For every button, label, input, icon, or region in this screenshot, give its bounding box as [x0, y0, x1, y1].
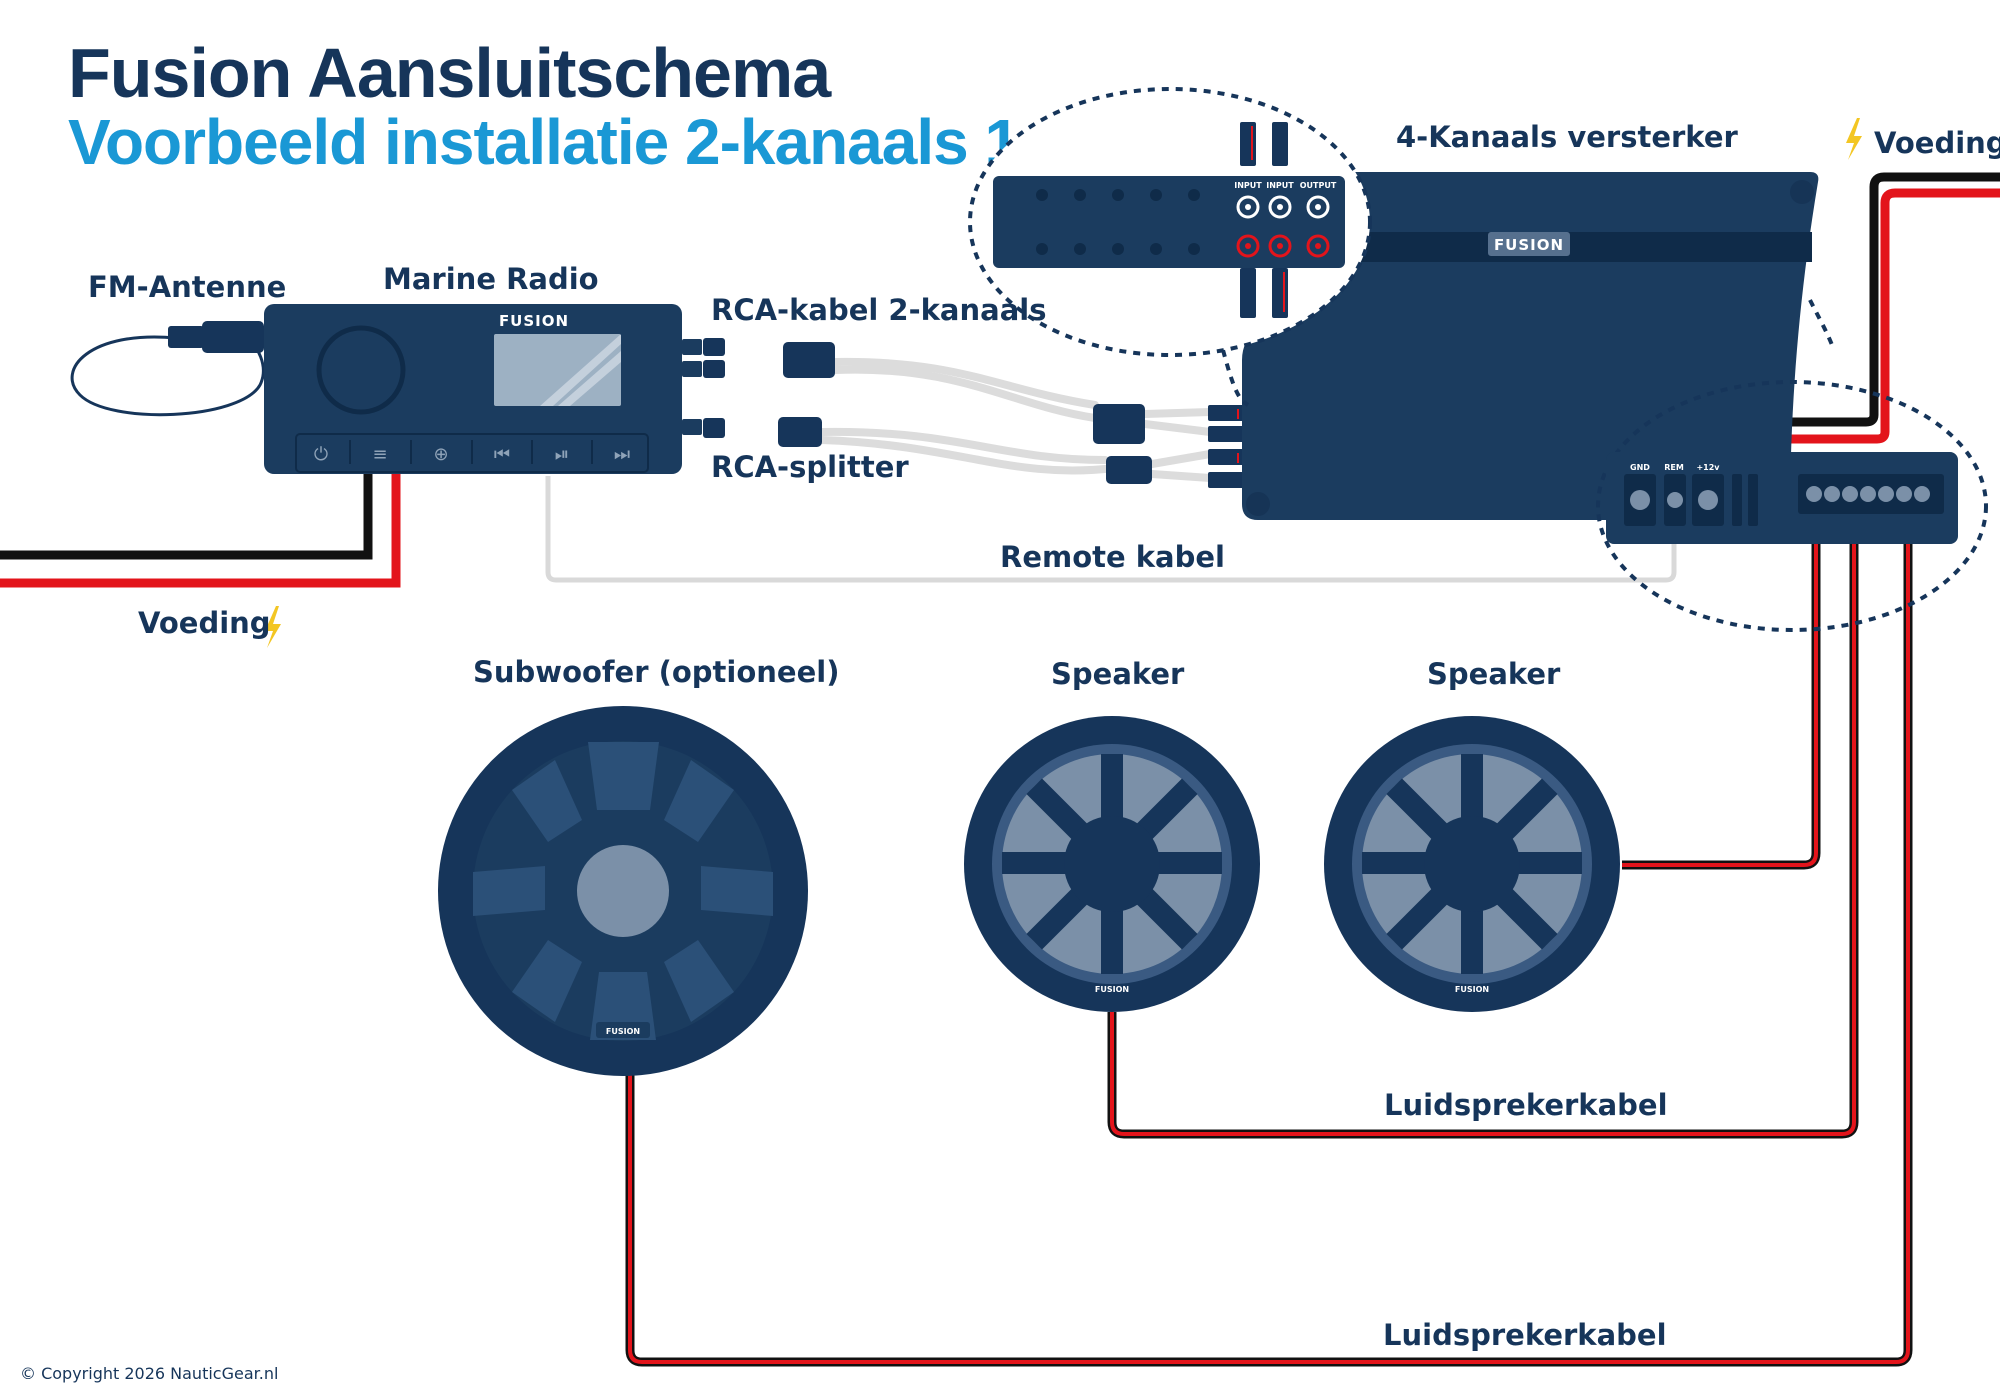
- radio-display: [494, 334, 621, 406]
- amp-rca-jacks: [1236, 195, 1330, 258]
- subwoofer-label: Subwoofer (optioneel): [473, 655, 839, 689]
- speaker-cable-subwoofer: [625, 520, 1913, 1367]
- radio-volume-knob: [316, 325, 406, 415]
- amp-rca-plugs: [1240, 122, 1288, 318]
- amp-screw-row: [1036, 189, 1200, 255]
- rca-cable-connector-upper: [703, 338, 835, 378]
- speaker-cable-left-speaker: [1107, 500, 1859, 1139]
- marine-radio-label: Marine Radio: [383, 262, 599, 296]
- power-label-top: Voeding: [1874, 126, 2000, 160]
- speaker-right-label: Speaker: [1427, 657, 1561, 691]
- lightning-icon: [265, 606, 281, 648]
- power-label-bottom: Voeding: [138, 606, 271, 640]
- amp-output-label: OUTPUT: [1300, 181, 1337, 190]
- radio-menu-button[interactable]: ≡: [372, 444, 387, 465]
- speaker-cable-right-speaker: [1622, 500, 1821, 870]
- radio-power-button[interactable]: ⏻: [314, 444, 328, 465]
- rca-cable-label: RCA-kabel 2-kanaals: [711, 293, 1046, 327]
- rca-connectors-amp-side: [1093, 404, 1248, 488]
- amp-speaker-terminals: [1798, 474, 1944, 514]
- subwoofer-brand-logo: FUSION: [606, 1027, 640, 1036]
- amp-input-zoom: INPUT INPUT OUTPUT: [968, 87, 1372, 407]
- diagram-title: Fusion Aansluitschema: [68, 34, 832, 112]
- fm-antenna-label: FM-Antenne: [88, 270, 286, 304]
- amplifier-brand-logo: FUSION: [1494, 236, 1564, 254]
- speaker-left-brand-logo: FUSION: [1095, 985, 1129, 994]
- radio-power-wires: [0, 468, 401, 588]
- rca-cables: [818, 357, 1214, 482]
- radio-next-button[interactable]: ⏭: [614, 444, 630, 465]
- radio-play-pause-button[interactable]: ⏯: [555, 444, 569, 465]
- speaker-cable-label-lower: Luidsprekerkabel: [1383, 1318, 1667, 1352]
- speaker-left-label: Speaker: [1051, 657, 1185, 691]
- rca-splitter-label: RCA-splitter: [711, 450, 909, 484]
- speaker-cable-label-upper: Luidsprekerkabel: [1384, 1088, 1668, 1122]
- fm-antenna: [70, 321, 265, 417]
- speaker-right: FUSION: [1324, 716, 1620, 1012]
- radio-previous-button[interactable]: ⏮: [494, 444, 510, 465]
- speaker-left: FUSION: [964, 716, 1260, 1012]
- amp-rem-label: REM: [1664, 463, 1684, 472]
- amplifier-label: 4-Kanaals versterker: [1396, 120, 1738, 154]
- amp-input-1-label: INPUT: [1234, 181, 1262, 190]
- amp-gnd-label: GND: [1630, 463, 1650, 472]
- amp-power-terminals: [1624, 474, 1758, 526]
- remote-cable: [545, 476, 1677, 583]
- remote-cable-label: Remote kabel: [1000, 540, 1225, 574]
- amp-input-2-label: INPUT: [1266, 181, 1294, 190]
- marine-radio: FUSION ⏻ ≡ ⊕ ⏮ ⏯ ⏭: [264, 304, 702, 474]
- speaker-right-brand-logo: FUSION: [1455, 985, 1489, 994]
- amp-terminal-zoom: GND REM +12v: [1596, 299, 1988, 632]
- lightning-icon: [1846, 118, 1862, 160]
- subwoofer: FUSION: [438, 706, 808, 1076]
- copyright-notice: © Copyright 2026 NauticGear.nl: [20, 1364, 278, 1383]
- radio-source-button[interactable]: ⊕: [433, 444, 448, 465]
- rca-splitter: [703, 417, 822, 447]
- radio-brand-logo: FUSION: [499, 312, 569, 330]
- amp-12v-label: +12v: [1696, 463, 1720, 472]
- subwoofer-cone: [577, 845, 669, 937]
